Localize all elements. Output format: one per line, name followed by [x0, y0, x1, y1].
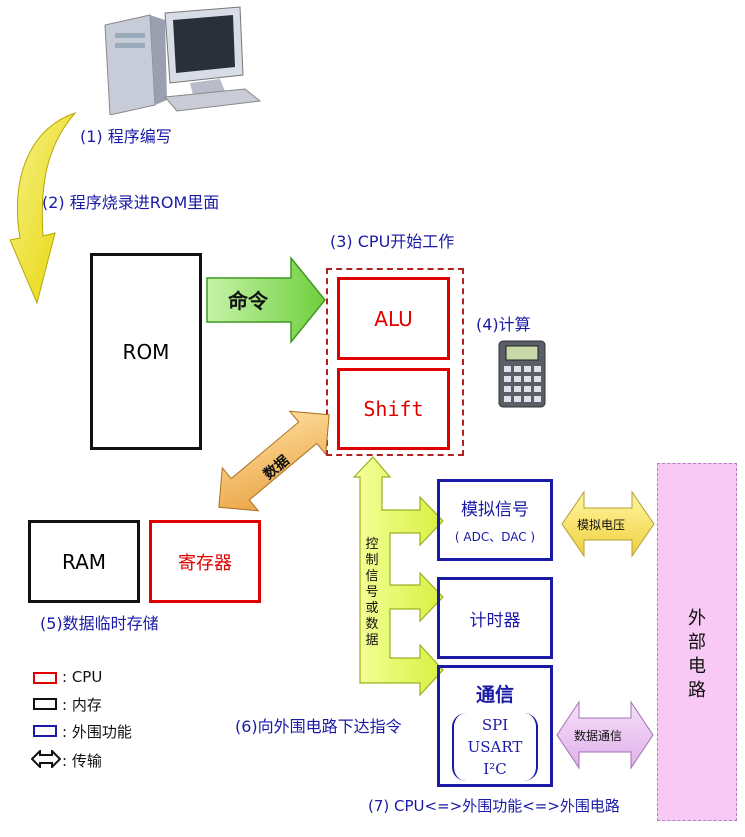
analog-voltage-label: 模拟电压 [577, 518, 626, 532]
external-circuit-label: 外部电路 [688, 608, 706, 701]
control-arrow [352, 456, 444, 697]
step-1-label: (1) 程序编写 [80, 127, 172, 146]
control-label: 控制信号或数据 [365, 537, 379, 648]
rom-label: ROM [122, 339, 170, 364]
legend-cpu-swatch [33, 672, 57, 684]
legend-memory-swatch [33, 698, 57, 710]
data-arrow [218, 410, 330, 512]
command-arrow [206, 256, 326, 344]
external-circuit-block [657, 463, 737, 821]
comm-protocols: SPI USART I²C [452, 713, 538, 781]
comm-spi: SPI [481, 716, 509, 734]
shift-block: Shift [337, 368, 450, 450]
computer-icon [104, 6, 262, 115]
step-6-label: (6)向外围电路下达指令 [235, 717, 402, 736]
alu-label: ALU [374, 306, 413, 331]
legend-peripheral-label: : 外围功能 [62, 723, 132, 741]
legend-peripheral-swatch [33, 725, 57, 737]
data-comm-arrow [556, 700, 654, 770]
comm-usart: USART [467, 738, 523, 756]
legend-cpu-label: : CPU [62, 668, 103, 686]
curved-arrow-icon [9, 111, 77, 305]
legend-memory-label: : 内存 [62, 696, 102, 714]
command-label: 命令 [228, 289, 268, 313]
calculator-icon [498, 340, 546, 408]
shift-label: Shift [363, 397, 424, 421]
comm-block: 通信 SPI USART I²C [437, 665, 553, 787]
register-label: 寄存器 [178, 552, 232, 574]
timer-label: 计时器 [469, 610, 521, 631]
analog-voltage-arrow [561, 490, 655, 558]
double-arrow-icon [31, 750, 61, 768]
step-4-label: (4)计算 [476, 315, 531, 334]
step-5-label: (5)数据临时存储 [40, 614, 159, 633]
comm-title: 通信 [475, 684, 514, 706]
alu-block: ALU [337, 277, 450, 360]
timer-block: 计时器 [437, 577, 553, 659]
comm-i2c: I²C [483, 760, 507, 778]
step-3-label: (3) CPU开始工作 [330, 232, 455, 251]
cpu-container [326, 268, 464, 456]
data-comm-label: 数据通信 [574, 729, 623, 743]
analog-title: 模拟信号 [461, 500, 529, 520]
rom-block: ROM [90, 253, 202, 450]
register-block: 寄存器 [149, 520, 261, 603]
step-2-label: (2) 程序烧录进ROM里面 [42, 193, 220, 212]
ram-block: RAM [28, 520, 140, 603]
analog-block: 模拟信号 ( ADC、DAC ) [437, 479, 553, 561]
ram-label: RAM [61, 549, 107, 574]
analog-subtitle: ( ADC、DAC ) [454, 530, 536, 544]
legend-transfer-label: : 传输 [62, 752, 102, 770]
step-7-label: (7) CPU<=>外围功能<=>外围电路 [368, 797, 620, 815]
